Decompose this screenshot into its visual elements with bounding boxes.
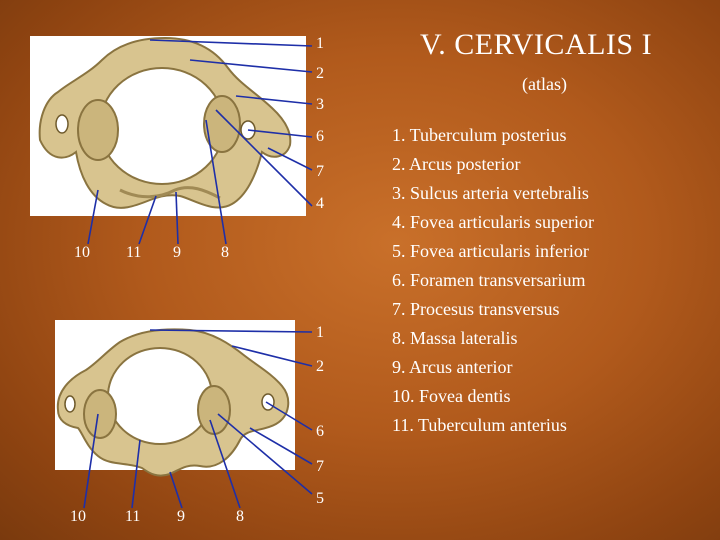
- legend-item: 10. Fovea dentis: [392, 386, 511, 406]
- pointer-top-11: [138, 195, 157, 245]
- pointer-lines-bottom: [83, 329, 313, 509]
- label-top-6: 6: [316, 128, 324, 145]
- pointer-bottom-10: [83, 413, 99, 509]
- pointer-top-8: [205, 119, 227, 245]
- label-bottom-6: 6: [316, 423, 324, 440]
- label-bottom-8: 8: [236, 508, 244, 525]
- pointer-top-10: [87, 189, 99, 245]
- legend-item: 2. Arcus posterior: [392, 154, 521, 174]
- pointer-bottom-5: [217, 413, 313, 495]
- label-bottom-2: 2: [316, 358, 324, 375]
- label-bottom-5: 5: [316, 490, 324, 507]
- pointer-top-1: [149, 39, 313, 47]
- atlas-top-left-foramen-transversarium: [55, 114, 69, 134]
- pointer-top-4: [215, 109, 313, 207]
- atlas-bottom-left-foramen-transversarium: [64, 395, 76, 413]
- label-top-11: 11: [126, 244, 142, 261]
- label-bottom-10: 10: [70, 508, 86, 525]
- pointer-top-3: [235, 95, 313, 105]
- legend-item: 5. Fovea articularis inferior: [392, 241, 589, 261]
- pointer-bottom-11: [131, 439, 141, 509]
- pointer-top-6: [247, 129, 313, 138]
- legend-item: 6. Foramen transversarium: [392, 270, 586, 290]
- label-top-9: 9: [173, 244, 181, 261]
- legend-item: 8. Massa lateralis: [392, 328, 518, 348]
- label-top-7: 7: [316, 163, 324, 180]
- atlas-top-right-facet: [203, 95, 241, 153]
- pointer-bottom-1: [149, 329, 313, 333]
- atlas-bottom-left-facet: [83, 389, 117, 439]
- label-top-8: 8: [221, 244, 229, 261]
- label-top-10: 10: [74, 244, 90, 261]
- slide-subtitle: (atlas): [522, 74, 567, 94]
- atlas-bottom-right-facet: [197, 385, 231, 435]
- pointer-lines-top: [87, 39, 313, 245]
- atlas-top-anterior-arch-shade: [119, 186, 221, 200]
- legend-item: 1. Tuberculum posterius: [392, 125, 567, 145]
- label-bottom-1: 1: [316, 324, 324, 341]
- pointer-top-7: [267, 147, 313, 171]
- label-top-3: 3: [316, 96, 324, 113]
- legend-item: 9. Arcus anterior: [392, 357, 513, 377]
- pointer-bottom-7: [249, 427, 313, 465]
- label-top-2: 2: [316, 65, 324, 82]
- atlas-superior-image: [38, 36, 292, 209]
- atlas-bottom-right-foramen-transversarium: [261, 393, 275, 411]
- label-top-4: 4: [316, 195, 324, 212]
- legend-item: 7. Procesus transversus: [392, 299, 560, 319]
- atlas-bottom-vertebral-foramen: [107, 347, 213, 445]
- label-bottom-11: 11: [125, 508, 141, 525]
- legend-item: 11. Tuberculum anterius: [392, 415, 567, 435]
- label-bottom-7: 7: [316, 458, 324, 475]
- pointer-bottom-2: [231, 345, 313, 367]
- label-top-1: 1: [316, 35, 324, 52]
- label-bottom-9: 9: [177, 508, 185, 525]
- legend-item: 4. Fovea articularis superior: [392, 212, 594, 232]
- pointer-top-2: [189, 59, 313, 73]
- legend-list: 1. Tuberculum posterius 2. Arcus posteri…: [392, 121, 594, 440]
- atlas-top-left-facet: [77, 99, 119, 161]
- atlas-inferior-image: [56, 328, 290, 477]
- pointer-top-9: [175, 191, 179, 245]
- pointer-bottom-8: [209, 419, 241, 509]
- slide-title: V. CERVICALIS I: [420, 28, 653, 61]
- pointer-bottom-9: [169, 471, 183, 509]
- legend-item: 3. Sulcus arteria vertebralis: [392, 183, 589, 203]
- pointer-bottom-6: [265, 401, 313, 431]
